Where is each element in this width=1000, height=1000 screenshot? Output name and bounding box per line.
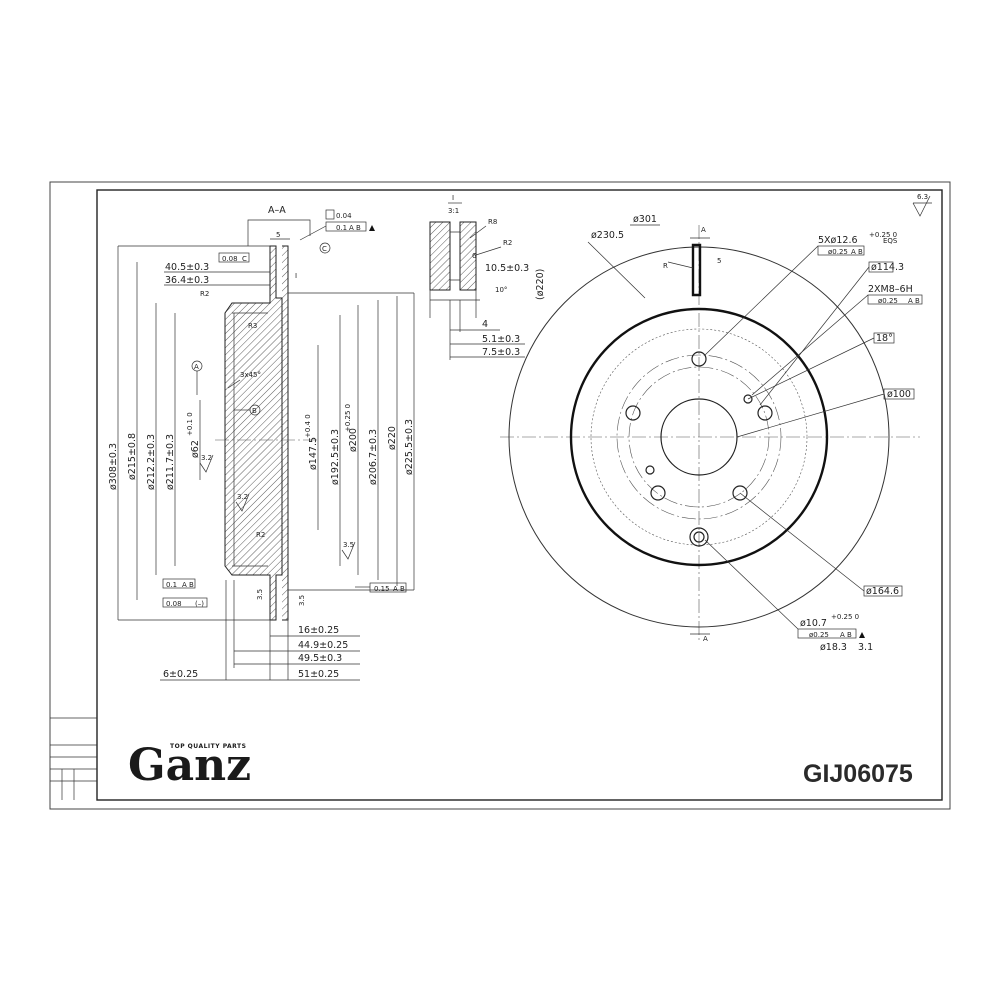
svg-text:2XM8–6H: 2XM8–6H [868, 284, 913, 295]
svg-text:A B: A B [349, 224, 361, 232]
svg-text:5.1±0.3: 5.1±0.3 [482, 334, 520, 345]
section-view-title: A–A [268, 205, 286, 216]
svg-text:+0.25 0: +0.25 0 [344, 404, 352, 432]
dim-dia308: ø308±0.3 [108, 443, 119, 490]
svg-text:7.5±0.3: 7.5±0.3 [482, 347, 520, 358]
svg-text:A B: A B [908, 297, 920, 305]
svg-text:A B: A B [851, 248, 863, 256]
svg-text:0.1: 0.1 [166, 581, 177, 589]
svg-text:4: 4 [482, 319, 488, 330]
svg-text:+0.4 0: +0.4 0 [304, 414, 312, 438]
svg-text:ø192.5±0.3: ø192.5±0.3 [330, 429, 341, 485]
svg-text:ø147.5: ø147.5 [308, 437, 319, 470]
svg-text:16±0.25: 16±0.25 [298, 625, 339, 636]
svg-text:R2: R2 [200, 290, 209, 298]
svg-text:ø18.3: ø18.3 [820, 642, 847, 653]
svg-text:ø225.5±0.3: ø225.5±0.3 [404, 419, 415, 475]
svg-text:EQS: EQS [883, 237, 898, 245]
svg-text:ø164.6: ø164.6 [866, 586, 899, 597]
svg-text:C: C [242, 255, 247, 263]
svg-text:I: I [295, 272, 297, 280]
title-block: Ganz TOP QUALITY PARTS GIJ06075 [128, 740, 913, 791]
svg-text:36.4±0.3: 36.4±0.3 [165, 275, 209, 286]
svg-text:ø100: ø100 [887, 389, 911, 400]
gdt-top-2: 0.1 [336, 224, 347, 232]
svg-text:+0.25 0: +0.25 0 [869, 231, 897, 239]
svg-text:10.5±0.3: 10.5±0.3 [485, 263, 529, 274]
svg-text:6±0.25: 6±0.25 [163, 669, 198, 680]
svg-text:6.3: 6.3 [917, 193, 928, 201]
svg-text:(–): (–) [195, 600, 204, 608]
sheet-frame [49, 181, 951, 810]
svg-text:ø212.2±0.3: ø212.2±0.3 [146, 434, 157, 490]
svg-text:3.2: 3.2 [201, 454, 212, 462]
svg-text:A B: A B [840, 631, 852, 639]
svg-text:ø200: ø200 [348, 428, 359, 452]
svg-text:A: A [703, 635, 708, 643]
svg-text:5: 5 [276, 231, 280, 239]
svg-text:3.2: 3.2 [237, 493, 248, 501]
svg-text:A: A [194, 363, 199, 371]
svg-text:3:1: 3:1 [448, 207, 459, 215]
svg-text:3.5: 3.5 [256, 589, 264, 600]
disc-section-outer [224, 245, 283, 621]
svg-text:R3: R3 [248, 322, 257, 330]
svg-text:5: 5 [717, 257, 721, 265]
svg-text:R2: R2 [256, 531, 265, 539]
svg-text:10°: 10° [495, 286, 507, 294]
flatness-tol: 0.08 [222, 255, 238, 263]
bolt-holes [625, 351, 773, 547]
svg-text:ø0.25: ø0.25 [878, 297, 898, 305]
brand-logo: Ganz [128, 740, 251, 791]
svg-text:I: I [452, 194, 454, 202]
svg-text:44.9±0.25: 44.9±0.25 [298, 640, 348, 651]
svg-text:ø10.7: ø10.7 [800, 618, 827, 629]
svg-text:+0.25 0: +0.25 0 [831, 613, 859, 621]
svg-text:6: 6 [472, 252, 477, 260]
svg-text:ø220: ø220 [387, 426, 398, 450]
svg-text:ø0.25: ø0.25 [809, 631, 829, 639]
svg-text:A: A [701, 226, 706, 234]
svg-text:49.5±0.3: 49.5±0.3 [298, 653, 342, 664]
svg-text:(ø220): (ø220) [535, 269, 546, 300]
svg-text:ø301: ø301 [633, 214, 657, 225]
svg-text:ø215±0.8: ø215±0.8 [127, 433, 138, 480]
svg-text:ø0.25: ø0.25 [828, 248, 848, 256]
svg-text:18°: 18° [876, 333, 893, 344]
svg-text:5Xø12.6: 5Xø12.6 [818, 235, 858, 246]
svg-text:40.5±0.3: 40.5±0.3 [165, 262, 209, 273]
svg-text:3.1: 3.1 [858, 642, 873, 653]
brand-tagline: TOP QUALITY PARTS [170, 743, 246, 750]
gdt-top-1: 0.04 [336, 212, 352, 220]
chamfer-label: 3x45° [240, 371, 261, 379]
section-view-a-a: A–A 0.04 0.1 A B C 0.08 C 5 I R2 R3 R2 3… [108, 205, 415, 681]
svg-text:R: R [663, 262, 668, 270]
surface-finish-symbol: 6.3 [912, 193, 932, 217]
friction-ring-inner [569, 307, 829, 567]
svg-text:3.5: 3.5 [343, 541, 354, 549]
svg-text:3.5: 3.5 [298, 595, 306, 606]
svg-text:C: C [322, 245, 327, 253]
svg-text:51±0.25: 51±0.25 [298, 669, 339, 680]
svg-text:0.15: 0.15 [374, 585, 390, 593]
svg-text:+0.1 0: +0.1 0 [186, 412, 194, 436]
front-view: R 5 A A ø301 ø230.5 5Xø12.6 +0.25 0 EQS … [500, 214, 923, 653]
svg-text:R2: R2 [503, 239, 512, 247]
detail-view-i: I 3:1 R8 R2 10.5±0.3 6 10° (ø220) 4 5.1±… [429, 194, 546, 360]
svg-text:ø230.5: ø230.5 [591, 230, 624, 241]
svg-text:A B: A B [182, 581, 194, 589]
svg-text:0.08: 0.08 [166, 600, 182, 608]
part-number: GIJ06075 [803, 760, 913, 788]
svg-text:ø62: ø62 [190, 440, 201, 458]
svg-text:A B: A B [393, 585, 405, 593]
svg-text:R8: R8 [488, 218, 497, 226]
svg-text:ø114.3: ø114.3 [871, 262, 904, 273]
svg-text:ø206.7±0.3: ø206.7±0.3 [368, 429, 379, 485]
svg-text:ø211.7±0.3: ø211.7±0.3 [165, 434, 176, 490]
svg-text:B: B [252, 407, 257, 415]
